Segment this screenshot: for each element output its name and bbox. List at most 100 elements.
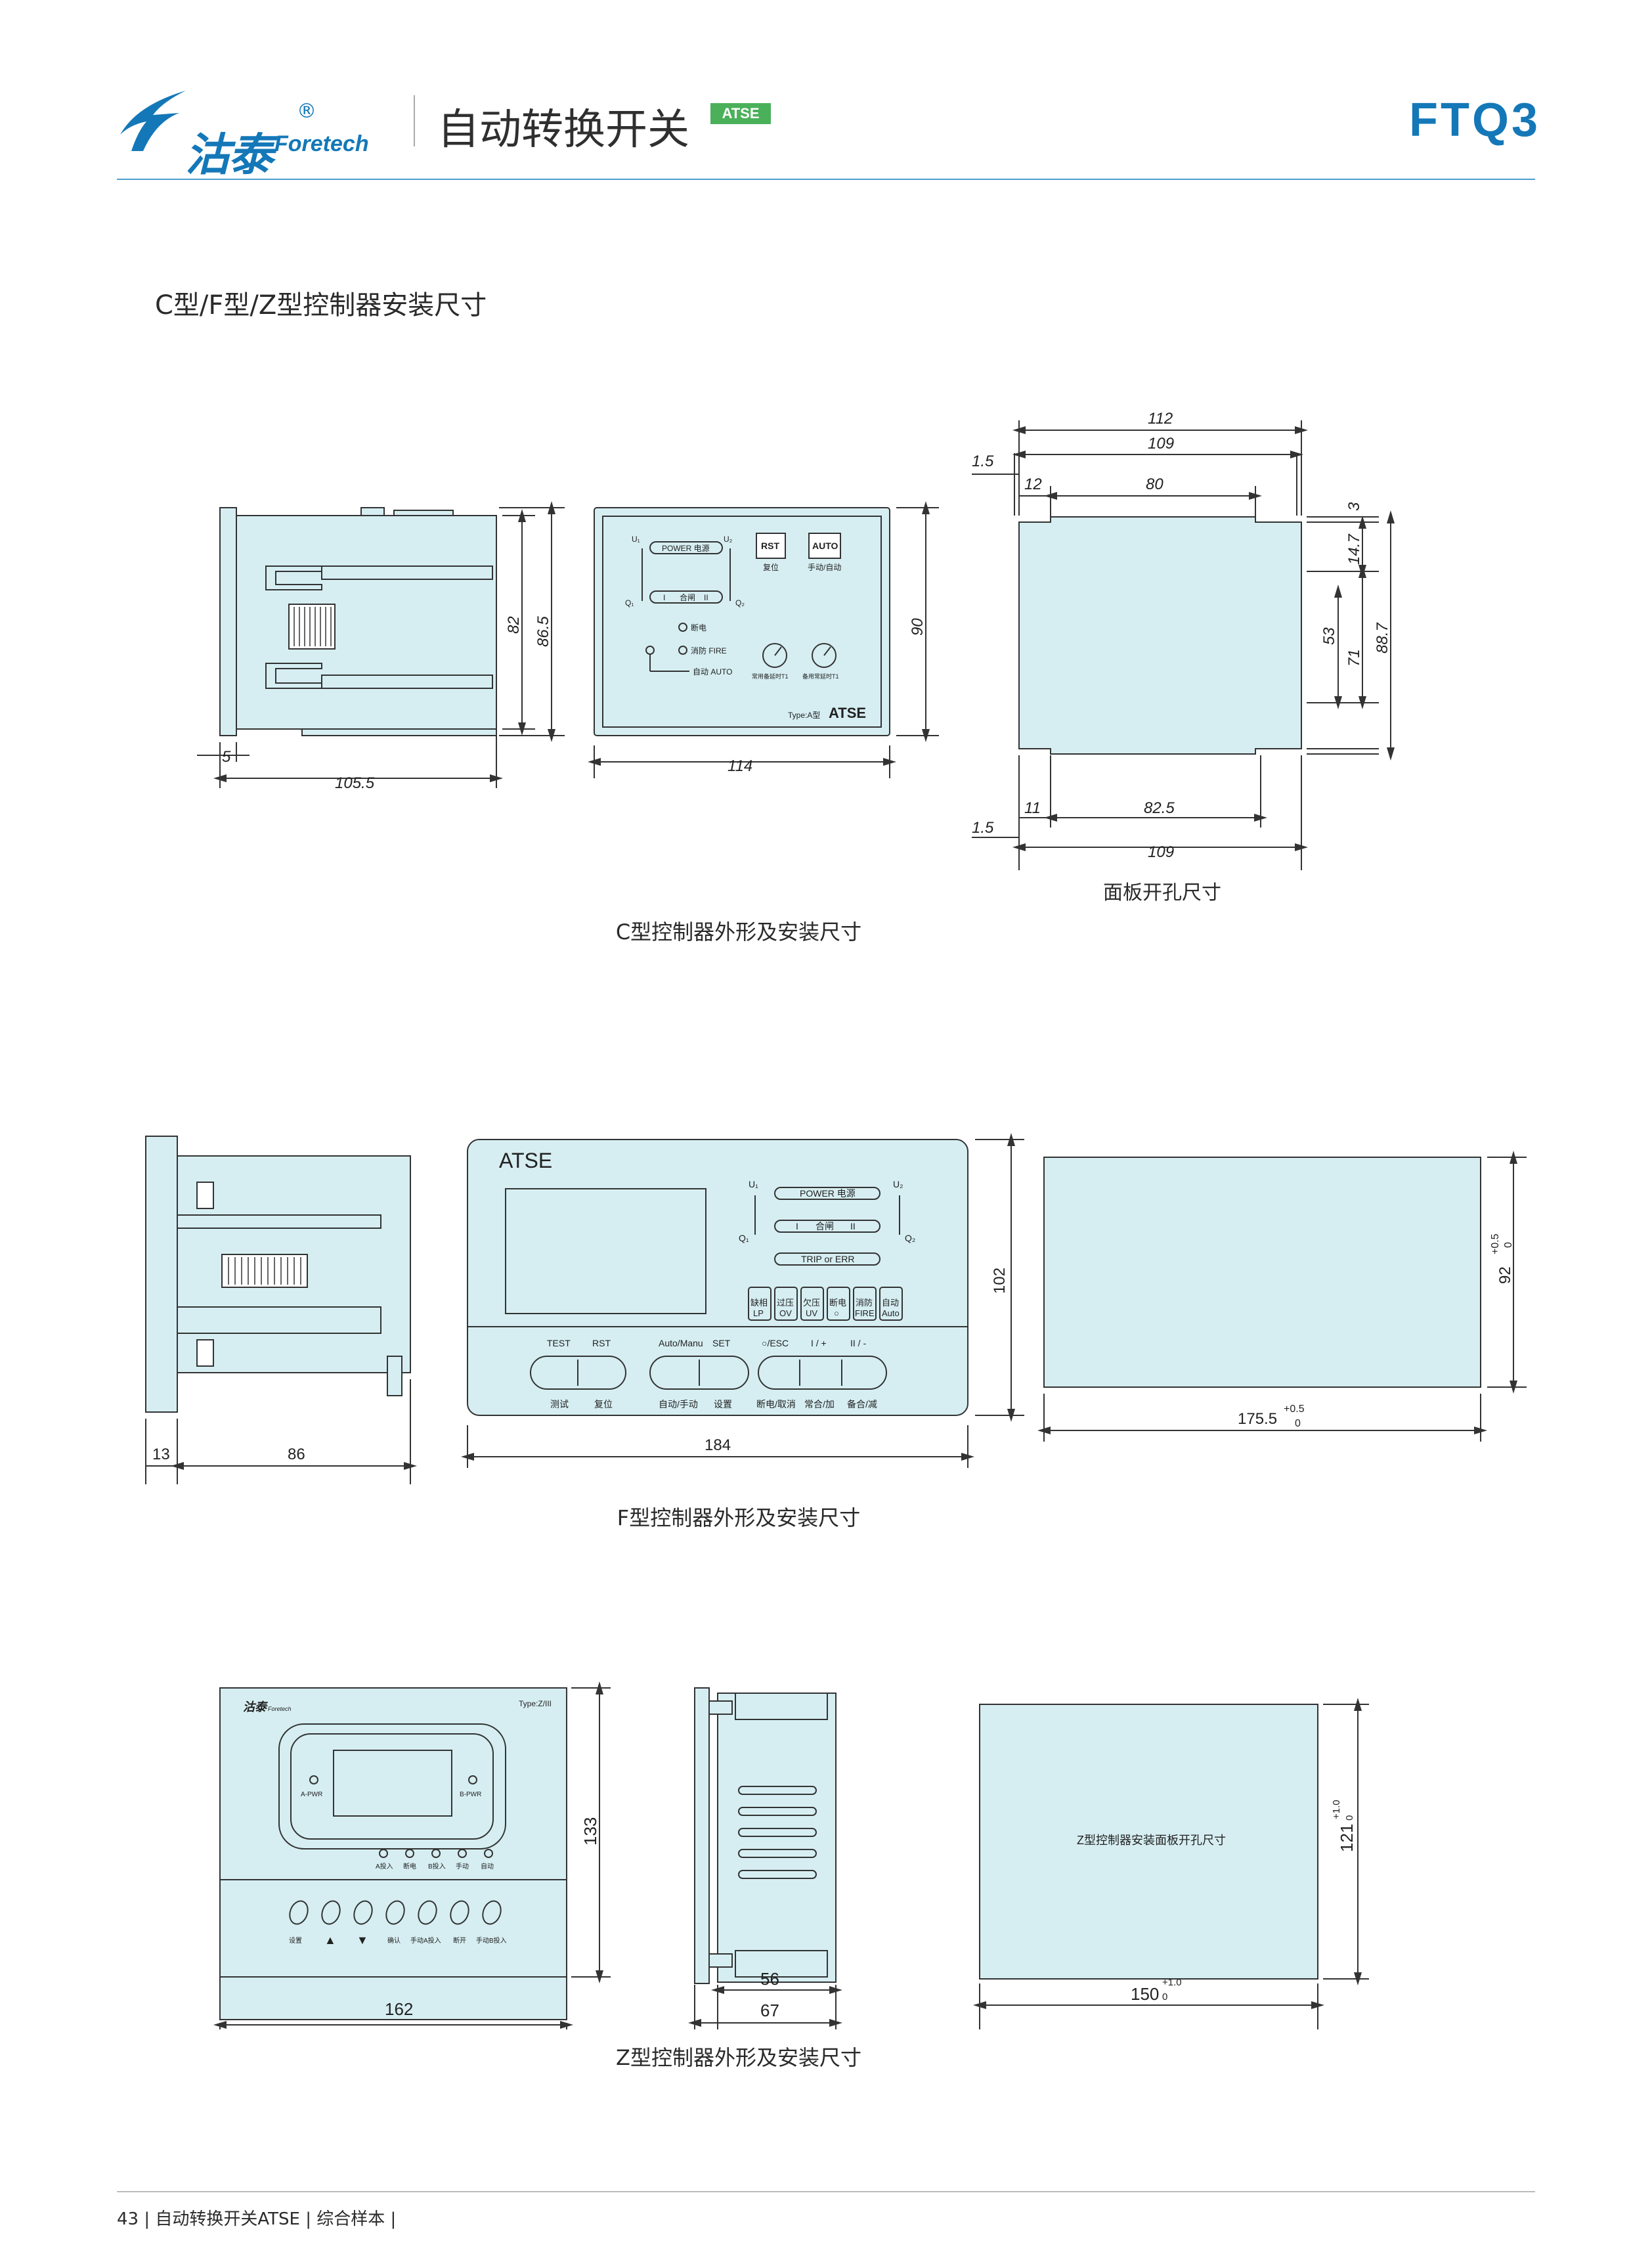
- c-dim-86-5: 86.5: [534, 616, 552, 647]
- f-label-trip: TRIP or ERR: [801, 1254, 854, 1264]
- f-label-sw-i: I: [796, 1221, 798, 1231]
- c-label-close: 合闸: [680, 592, 695, 602]
- c-label-brand: ATSE: [829, 705, 866, 721]
- c-type-caption: C型控制器外形及安装尺寸: [615, 919, 862, 944]
- f-label-close: 合闸: [815, 1221, 834, 1231]
- f-label-power: POWER 电源: [800, 1188, 856, 1199]
- c-label-knob1: 常用备延时T1: [752, 673, 789, 680]
- cut-dim-1-5-top: 1.5: [972, 453, 994, 470]
- z-label-key-1: ▲: [324, 1934, 336, 1947]
- z-dim-121: 121: [1337, 1824, 1357, 1852]
- f-label-cn-plus: 常合/加: [804, 1399, 835, 1409]
- c-label-rst-cn: 复位: [763, 562, 779, 572]
- header-divider: [414, 95, 415, 146]
- c-dim-5: 5: [222, 748, 231, 766]
- cut-dim-53: 53: [1320, 627, 1338, 645]
- registered-mark: ®: [297, 100, 316, 123]
- z-label-led-4: 自动: [481, 1862, 494, 1871]
- f-label-u1: U₁: [749, 1179, 758, 1189]
- f-label-cn-set: 设置: [714, 1399, 732, 1409]
- c-label-auto-cn: 手动/自动: [808, 563, 841, 572]
- f-label-ind-0-en: LP: [753, 1308, 764, 1318]
- f-label-cn-auto: 自动/手动: [659, 1399, 698, 1409]
- z-label-type: Type:Z/III: [519, 1699, 552, 1708]
- z-dim-121-tol-up: +1.0: [1331, 1800, 1342, 1819]
- z-label-brand-en: Foretech: [268, 1706, 292, 1712]
- f-label-ind-4-en: FIRE: [855, 1308, 875, 1318]
- f-label-btn-plus: I / +: [811, 1338, 827, 1348]
- cut-dim-80: 80: [1146, 476, 1163, 493]
- z-label-led-2: B投入: [428, 1862, 446, 1871]
- f-dim-13: 13: [152, 1446, 170, 1463]
- f-label-btn-minus: II / -: [850, 1338, 866, 1348]
- z-label-key-5: 断开: [453, 1936, 466, 1945]
- c-panel-cutout-caption: 面板开孔尺寸: [1103, 881, 1221, 904]
- f-label-u2: U₂: [893, 1179, 903, 1189]
- f-label-ind-3-cn: 断电: [829, 1298, 846, 1308]
- cut-dim-88-7: 88.7: [1374, 622, 1391, 653]
- f-label-ind-2-en: UV: [806, 1308, 817, 1318]
- cut-dim-3: 3: [1345, 502, 1363, 511]
- z-cut-label: Z型控制器安装面板开孔尺寸: [1077, 1834, 1226, 1847]
- f-label-cn-rst: 复位: [594, 1399, 613, 1409]
- f-label-q1: Q₁: [739, 1233, 749, 1243]
- f-label-ind-0-cn: 缺相: [750, 1298, 768, 1308]
- f-label-cn-test: 测试: [550, 1399, 569, 1409]
- z-label-key-3: 确认: [387, 1936, 401, 1945]
- f-front-view: [461, 1133, 1024, 1468]
- z-label-key-6: 手动B投入: [476, 1936, 507, 1945]
- cut-dim-14-7: 14.7: [1345, 533, 1363, 565]
- c-cutout-view: [972, 420, 1395, 870]
- cut-dim-11: 11: [1024, 799, 1041, 817]
- z-dim-133: 133: [580, 1817, 600, 1846]
- section-title: C型/F型/Z型控制器安装尺寸: [155, 290, 487, 321]
- z-dim-67: 67: [760, 2001, 779, 2020]
- header-rule: [117, 179, 1535, 180]
- z-label-key-4: 手动A投入: [410, 1936, 441, 1945]
- c-label-q1: Q₁: [625, 598, 634, 608]
- cut-dim-1-5-bot: 1.5: [972, 819, 994, 837]
- cut-dim-12: 12: [1024, 476, 1042, 493]
- z-label-bpwr: B-PWR: [460, 1791, 481, 1798]
- f-dim-92: 92: [1496, 1266, 1514, 1284]
- f-label-ind-1-cn: 过压: [777, 1298, 794, 1308]
- f-type-caption: F型控制器外形及安装尺寸: [617, 1505, 861, 1530]
- c-label-power: POWER 电源: [662, 544, 710, 553]
- f-label-btn-rst: RST: [592, 1338, 611, 1348]
- z-dim-56: 56: [760, 1969, 779, 1989]
- z-label-key-0: 设置: [289, 1937, 302, 1945]
- f-label-btn-test: TEST: [547, 1338, 571, 1348]
- f-label-brand: ATSE: [499, 1149, 552, 1172]
- f-dim-86: 86: [288, 1446, 305, 1463]
- f-label-ind-3-en: ○: [834, 1308, 839, 1318]
- c-dim-82: 82: [505, 616, 523, 634]
- c-label-type: Type:A型: [788, 711, 820, 720]
- model-code: FTQ3: [1408, 94, 1540, 146]
- c-dim-105-5: 105.5: [335, 774, 375, 792]
- brand-name-en: Foretech: [274, 131, 369, 156]
- z-side-view: [688, 1687, 842, 2029]
- cut-dim-112: 112: [1148, 410, 1173, 428]
- c-side-view: [197, 501, 565, 788]
- c-dim-114: 114: [728, 757, 752, 775]
- f-label-ind-5-cn: 自动: [882, 1298, 899, 1308]
- c-label-q2: Q₂: [735, 598, 745, 608]
- c-label-sw-ii: II: [704, 593, 708, 602]
- f-label-sw-ii: II: [850, 1221, 856, 1231]
- c-label-u1: U₁: [632, 535, 640, 544]
- f-label-ind-2-cn: 欠压: [803, 1298, 820, 1308]
- f-label-btn-auto: Auto/Manu: [659, 1338, 703, 1348]
- f-dim-175-tol-dn: 0: [1295, 1418, 1301, 1429]
- brand-name-cn: 沽泰: [185, 129, 273, 181]
- f-dim-175-tol-up: +0.5: [1284, 1404, 1305, 1415]
- c-label-rst: RST: [761, 541, 779, 551]
- z-label-led-0: A投入: [376, 1862, 393, 1871]
- z-dim-150-tol-up: +1.0: [1162, 1977, 1182, 1988]
- f-dim-184: 184: [705, 1436, 731, 1454]
- z-label-led-1: 断电: [403, 1862, 416, 1871]
- f-dim-92-tol-dn: 0: [1503, 1242, 1514, 1248]
- atse-badge: ATSE: [710, 103, 771, 124]
- c-label-auto: 自动 AUTO: [693, 667, 732, 676]
- f-dim-92-tol-up: +0.5: [1490, 1233, 1501, 1254]
- z-dim-150-tol-dn: 0: [1162, 1991, 1167, 2003]
